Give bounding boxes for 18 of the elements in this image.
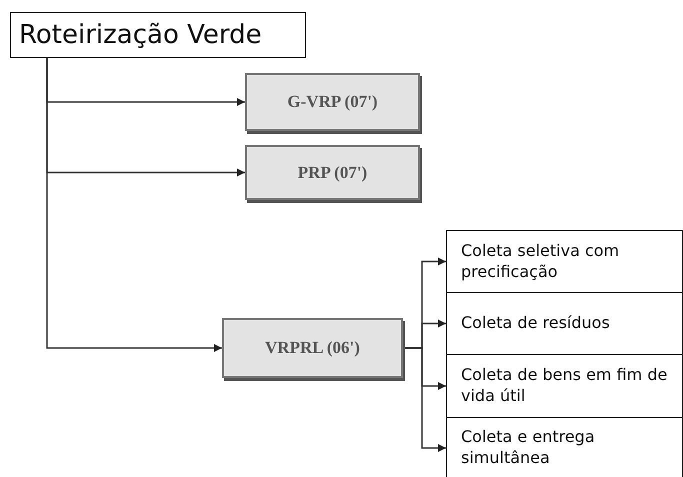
node-label: Coleta de bens em fim de vida útil [461,365,668,407]
process-box [245,73,420,131]
category-box [446,230,683,293]
node-label: Coleta seletiva com precificação [461,240,620,282]
process-box [222,318,403,378]
category-box [446,292,683,355]
category-box [446,354,683,418]
node-label: PRP (07') [298,162,368,182]
title-box [10,12,306,58]
node-label: G-VRP (07') [287,92,378,112]
node-label: Roteirização Verde [19,20,262,50]
node-label: Coleta e entrega simultânea [461,427,596,469]
process-box [245,145,420,200]
node-label: Coleta de resíduos [461,313,610,334]
category-box [446,417,683,477]
node-label: VRPRL (06') [265,338,360,358]
arrow [403,347,446,452]
arrow [46,58,222,352]
